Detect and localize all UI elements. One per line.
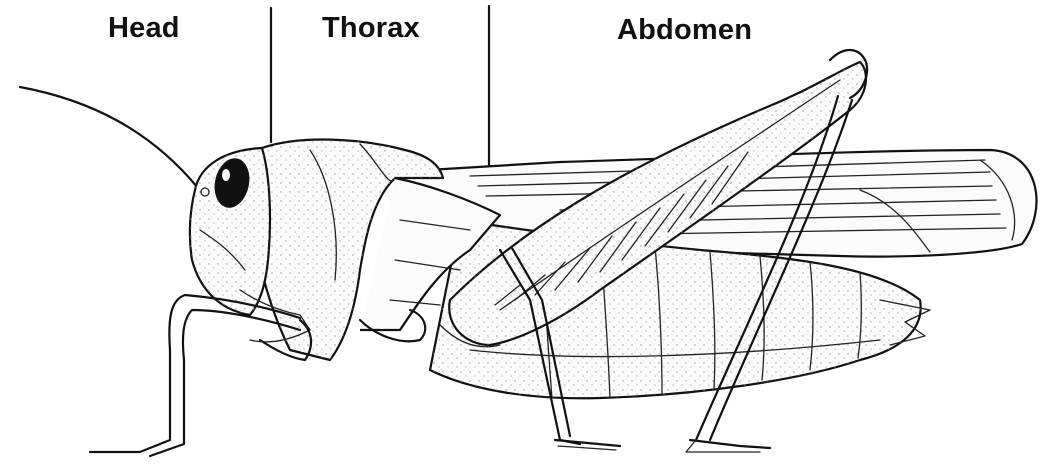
antenna <box>20 87 198 188</box>
